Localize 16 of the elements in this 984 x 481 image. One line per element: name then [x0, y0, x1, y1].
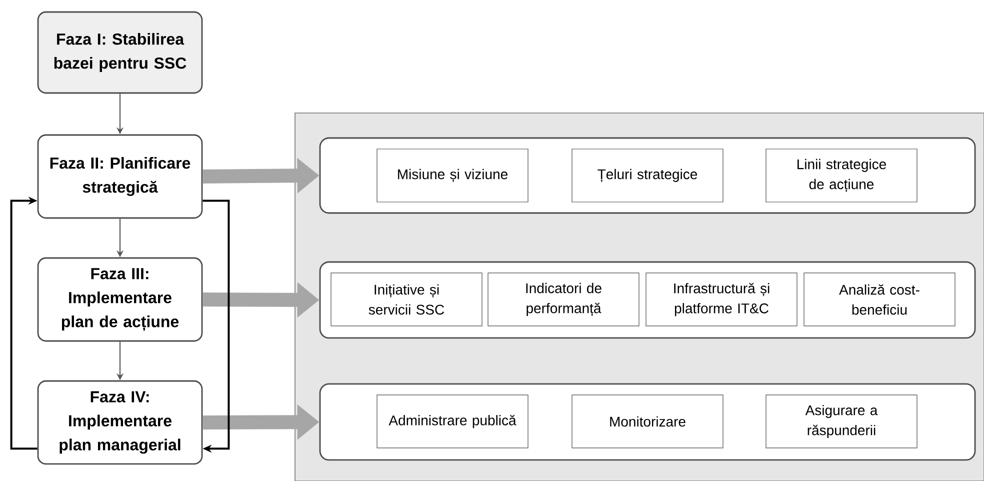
phase-box: Faza IV: Implementare plan managerial	[37, 380, 203, 465]
item-box: Infrastructură și platforme IT&C	[646, 272, 798, 326]
item-box: Analiză cost-beneficiu	[804, 272, 956, 326]
feedback-arrow	[10, 196, 38, 450]
item-box: Misiune și viziune	[376, 148, 528, 202]
phase-box: Faza III: Implementare plan de acțiune	[37, 257, 203, 342]
item-box: Linii strategice de acțiune	[766, 148, 918, 202]
phase-box: Faza I: Stabilirea bazei pentru SSC	[37, 11, 203, 94]
item-box: Administrare publică	[376, 394, 528, 448]
item-box: Țeluri strategice	[572, 148, 724, 202]
item-box: Monitorizare	[572, 394, 724, 448]
item-box: Indicatori de performanță	[488, 272, 640, 326]
item-box: Inițiative și servicii SSC	[330, 272, 482, 326]
phase-box: Faza II: Planificare strategică	[37, 134, 203, 219]
item-box: Asigurare a răspunderii	[766, 394, 918, 448]
feedback-arrow	[202, 200, 230, 453]
